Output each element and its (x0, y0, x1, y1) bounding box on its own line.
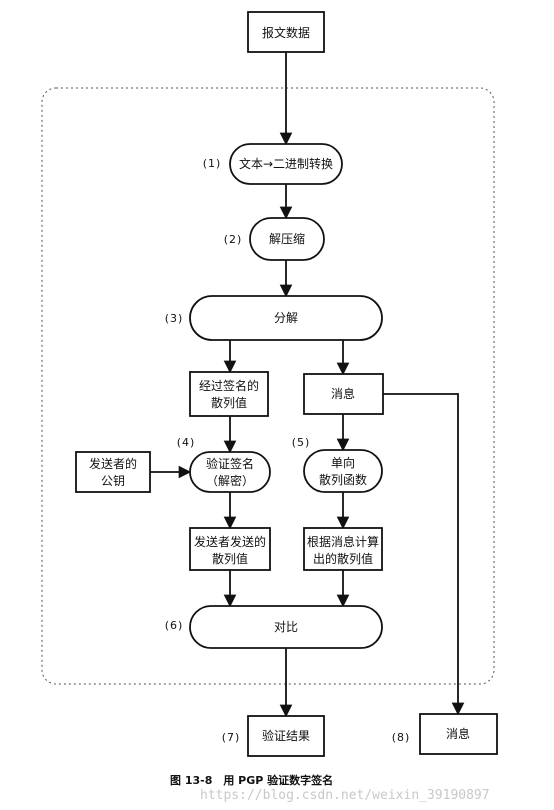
node-split (189, 295, 383, 341)
label-verify-signature-line1: 验证签名 (206, 456, 254, 471)
label-computed-hash-line1: 根据消息计算 (307, 534, 379, 549)
label-message: 消息 (331, 386, 355, 401)
label-verify-result: 验证结果 (262, 728, 310, 743)
arrow-message-to-output (383, 393, 465, 716)
step-4: (4) (177, 436, 196, 449)
label-compare: 对比 (274, 620, 298, 634)
node-message-output (419, 713, 498, 755)
figure-caption: 图 13-8 用 PGP 验证数字签名 (170, 773, 333, 787)
step-3: (3) (165, 312, 184, 325)
step-2: (2) (224, 233, 243, 246)
label-sender-hash-line2: 散列值 (212, 551, 248, 566)
step-7: (7) (222, 731, 241, 744)
label-split: 分解 (274, 311, 298, 325)
node-compare (189, 605, 383, 649)
label-one-way-line1: 单向 (331, 455, 355, 470)
node-computed-hash (303, 527, 383, 571)
node-text-to-binary (229, 143, 343, 185)
label-sender-pubkey-line1: 发送者的 (89, 456, 137, 471)
step-1: (1) (203, 157, 222, 170)
watermark: https://blog.csdn.net/weixin_39190897 (200, 788, 490, 803)
node-sender-hash (189, 527, 271, 571)
label-signed-hash-line2: 散列值 (211, 395, 247, 410)
step-6: (6) (165, 619, 184, 632)
label-decompress: 解压缩 (269, 231, 305, 246)
label-verify-signature-line2: （解密） (206, 473, 254, 488)
label-message-data: 报文数据 (262, 25, 310, 40)
node-verify-result (247, 715, 325, 757)
node-message-data (247, 11, 325, 53)
label-message-output: 消息 (446, 726, 470, 741)
step-5: (5) (292, 436, 311, 449)
node-sender-pubkey (75, 451, 151, 493)
label-signed-hash-line1: 经过签名的 (199, 378, 259, 393)
node-verify-signature (189, 451, 271, 493)
node-message (303, 373, 384, 415)
node-signed-hash (189, 371, 269, 417)
node-decompress (249, 217, 325, 261)
label-sender-pubkey-line2: 公钥 (101, 474, 125, 488)
node-one-way-hash (303, 449, 383, 493)
receiver-boundary (41, 87, 495, 685)
step-8: (8) (392, 731, 411, 744)
label-one-way-line2: 散列函数 (319, 472, 367, 487)
label-text-to-binary: 文本→二进制转换 (239, 156, 333, 171)
label-computed-hash-line2: 出的散列值 (313, 551, 373, 566)
label-sender-hash-line1: 发送者发送的 (194, 534, 266, 549)
